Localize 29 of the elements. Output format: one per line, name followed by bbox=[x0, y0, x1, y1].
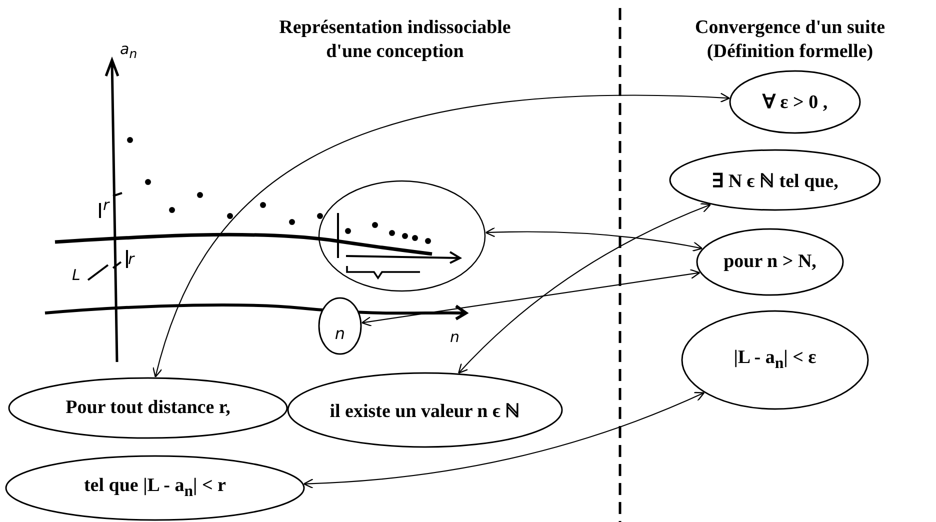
column-heading: Représentation indissociable d'une conception bbox=[278, 16, 512, 64]
statement-text: ∀ ε > 0 , bbox=[762, 91, 828, 114]
tick-label: L bbox=[72, 266, 80, 284]
axis-label: a$_{n}$ bbox=[120, 40, 138, 61]
double-arrow bbox=[458, 203, 712, 374]
statement-text: il existe un valeur n ϵ ℕ bbox=[330, 400, 520, 423]
oval-bubble bbox=[696, 228, 844, 296]
statement-text: Pour tout distance r, bbox=[66, 397, 230, 419]
oval-bubble bbox=[318, 297, 362, 355]
statement-text: pour n > N, bbox=[724, 251, 816, 273]
axis-label: n bbox=[450, 328, 460, 346]
oval-bubble bbox=[729, 70, 861, 134]
double-arrow bbox=[485, 227, 703, 252]
oval-bubble bbox=[5, 455, 305, 521]
oval-bubble bbox=[287, 372, 563, 448]
statement-text: tel que |L - a$_{n}$| < r bbox=[84, 475, 226, 501]
statement-text: ∃ N ϵ ℕ tel que, bbox=[712, 170, 838, 193]
oval-bubble bbox=[8, 377, 288, 439]
oval-bubble bbox=[669, 149, 881, 211]
double-arrow bbox=[303, 392, 705, 489]
oval-bubble bbox=[681, 310, 869, 410]
column-heading: Convergence d'un suite (Définition formelle) bbox=[694, 16, 886, 64]
tick-label: r bbox=[103, 196, 110, 214]
highlight-ellipse bbox=[318, 180, 486, 292]
axis-label: n bbox=[334, 324, 346, 342]
double-arrow bbox=[152, 92, 730, 378]
double-arrow bbox=[361, 269, 700, 327]
statement-text: |L - a$_{n}$| < ε bbox=[734, 347, 816, 373]
tick-label: r bbox=[128, 250, 134, 268]
